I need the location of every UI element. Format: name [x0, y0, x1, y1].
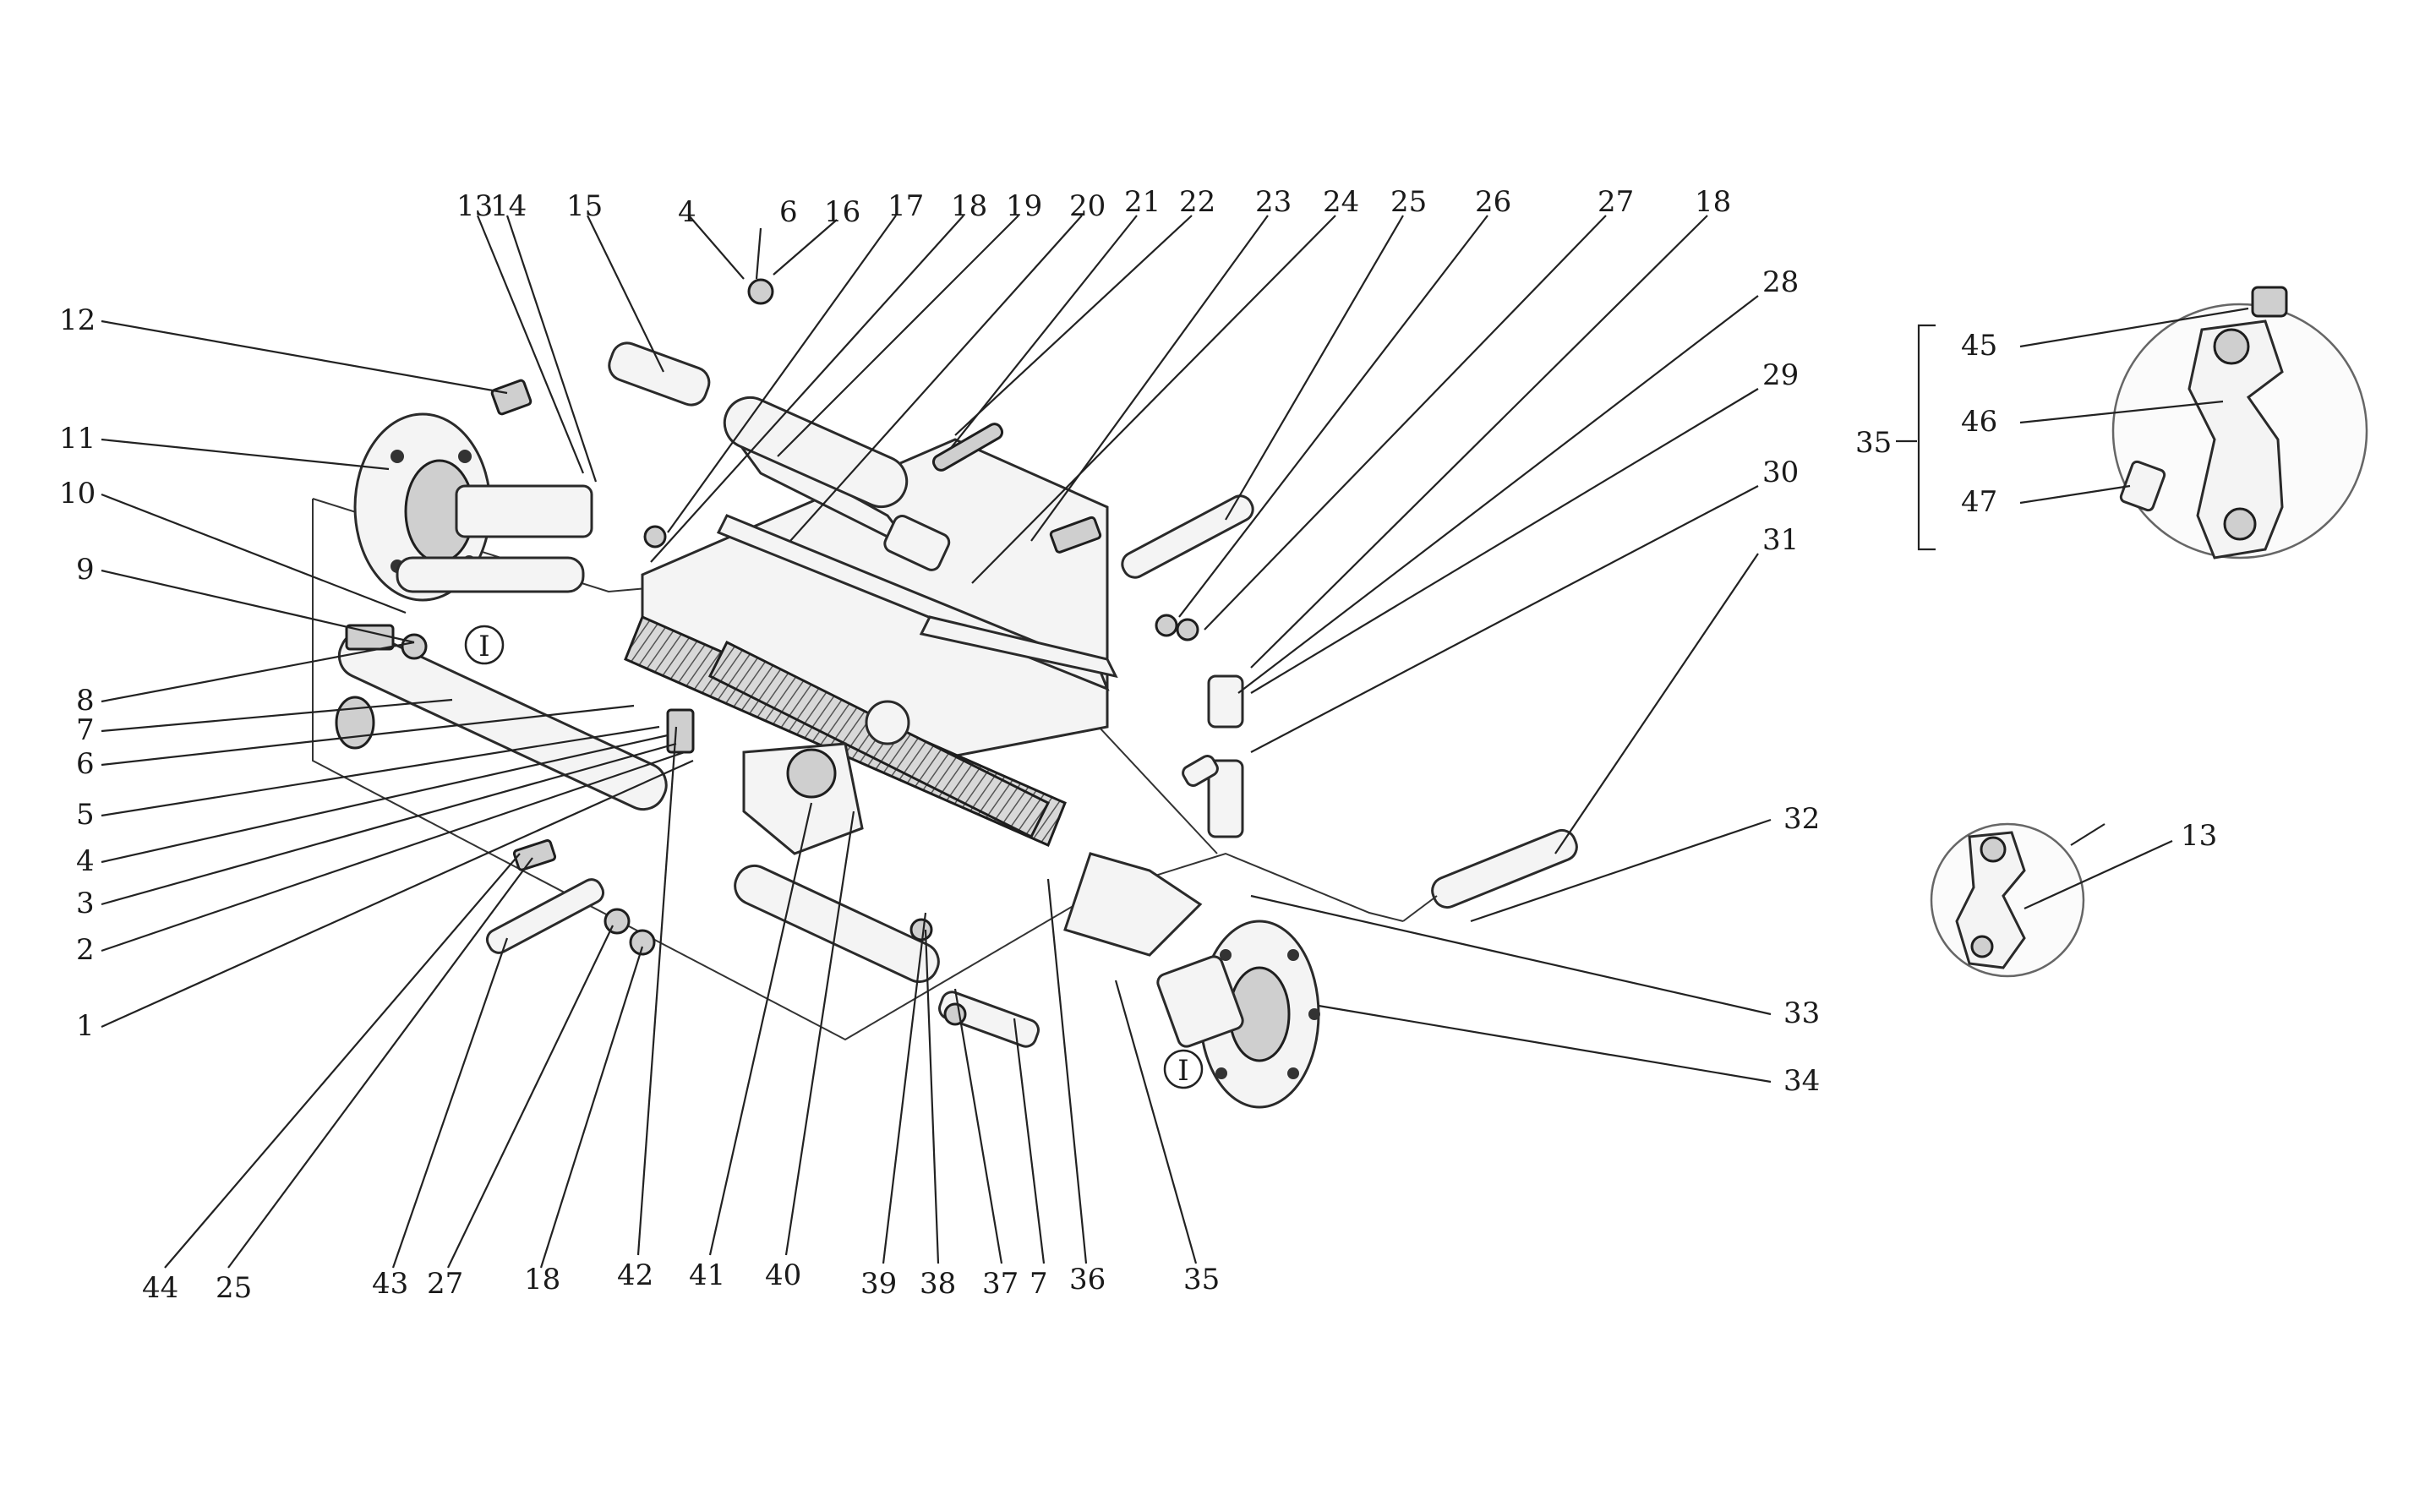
- callout-label: 25: [1390, 185, 1427, 219]
- callout-label: 27: [427, 1267, 463, 1301]
- section-marker-upper: I: [464, 625, 505, 665]
- callouts-bottom: 44 25 43 27 18 42 41 40 39 38 37 7 36 35: [142, 1258, 1220, 1305]
- callout-label: 28: [1762, 265, 1799, 299]
- callout-label: 33: [1783, 996, 1820, 1030]
- callout-label: 4: [678, 195, 696, 229]
- detail-view-35: 35 45 46 47: [1855, 286, 2368, 559]
- callout-label: 17: [888, 189, 924, 223]
- center-bracket: [742, 700, 910, 855]
- callout-label: 9: [76, 553, 95, 587]
- callout-label: 18: [951, 189, 987, 223]
- svg-text:I: I: [478, 630, 489, 663]
- callout-label: 24: [1323, 185, 1359, 219]
- callouts-right: 32 33 34: [1783, 802, 1820, 1098]
- callout-label: 12: [59, 303, 96, 337]
- callouts-top: 13 14 15 4 6 16 17 18 19 20 21 22 23 24 …: [456, 185, 1799, 557]
- callout-label: 13: [456, 189, 493, 223]
- callout-label: 4: [76, 844, 95, 878]
- detail-label: 46: [1961, 405, 1997, 439]
- callout-label: 32: [1783, 802, 1820, 836]
- callout-label: 40: [765, 1258, 801, 1292]
- callout-label: 8: [76, 684, 95, 718]
- callout-label: 6: [76, 747, 95, 781]
- callout-label: 38: [920, 1267, 956, 1301]
- callout-label: 25: [216, 1271, 252, 1305]
- right-hub: [1063, 852, 1320, 1109]
- tie-rod: [1402, 828, 1578, 922]
- callout-label: 37: [982, 1267, 1019, 1301]
- fasteners: [345, 278, 1199, 1026]
- callout-label: 41: [689, 1258, 725, 1292]
- callout-label: 3: [76, 887, 95, 920]
- callout-label: 39: [860, 1267, 897, 1301]
- callout-label: 42: [617, 1258, 653, 1292]
- detail-label: 47: [1961, 485, 1997, 519]
- callout-label: 7: [76, 713, 95, 747]
- callout-label: 21: [1124, 185, 1161, 219]
- callout-label: 31: [1762, 523, 1799, 557]
- callout-label: 20: [1069, 189, 1106, 223]
- callout-label: 15: [566, 189, 603, 223]
- detail-view-13: 13: [1930, 819, 2217, 978]
- section-marker-lower: I: [1163, 1049, 1204, 1089]
- callout-label: 7: [1030, 1267, 1048, 1301]
- callout-label: 34: [1783, 1064, 1820, 1098]
- callout-label: 35: [1183, 1263, 1220, 1296]
- callout-label: 43: [372, 1267, 408, 1301]
- lower-right-cylinder: [734, 864, 1040, 1048]
- callout-label: 23: [1255, 185, 1292, 219]
- callout-label: 29: [1762, 358, 1799, 392]
- callout-label: 11: [59, 422, 96, 456]
- callout-label: 27: [1598, 185, 1634, 219]
- callout-label: 1: [76, 1009, 95, 1043]
- callout-label: 10: [59, 477, 96, 510]
- callout-label: 26: [1475, 185, 1511, 219]
- detail-group-label: 35: [1855, 426, 1892, 460]
- callouts-left: 12 11 10 9 8 7 6 5 4 3 2 1: [59, 303, 96, 1043]
- detail-label: 13: [2181, 819, 2217, 853]
- detail-label: 45: [1961, 329, 1997, 363]
- callout-label: 44: [142, 1271, 178, 1305]
- left-hub: [353, 412, 593, 602]
- callout-label: 22: [1179, 185, 1215, 219]
- callout-label: 30: [1762, 456, 1799, 489]
- callout-label: 14: [490, 189, 527, 223]
- callout-label: 5: [76, 798, 95, 832]
- callout-label: 2: [76, 933, 95, 967]
- main-assembly: I I: [312, 278, 1578, 1109]
- leader-lines: [101, 215, 1772, 1269]
- callout-label: 16: [824, 195, 860, 229]
- callout-label: 36: [1069, 1263, 1106, 1296]
- svg-text:I: I: [1177, 1054, 1188, 1088]
- callout-label: 19: [1006, 189, 1042, 223]
- callout-label: 18: [524, 1263, 560, 1296]
- upper-cylinder: [608, 341, 951, 571]
- upper-right-links: [716, 494, 1254, 838]
- callout-label: 18: [1695, 185, 1731, 219]
- callout-label: 6: [779, 195, 798, 229]
